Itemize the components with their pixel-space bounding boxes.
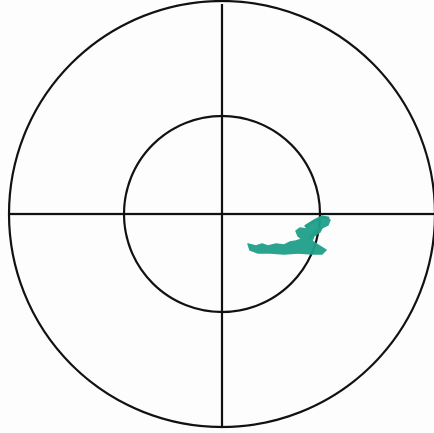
- target-svg: [0, 0, 434, 433]
- target-diagram: [0, 0, 434, 433]
